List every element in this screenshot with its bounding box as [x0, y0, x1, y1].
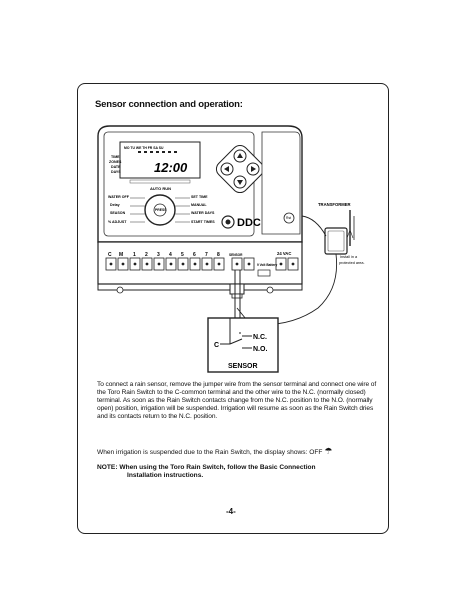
sensor-c: C — [214, 342, 219, 349]
sensor-box — [207, 317, 279, 373]
dial-center: PRESS — [155, 208, 167, 212]
transformer-label: TRANSFORMER — [318, 202, 351, 207]
dial-right-0: SET TIME — [191, 195, 208, 199]
lcd-label-2: DATE — [111, 165, 121, 169]
lcd-label-3: DAYS — [111, 170, 121, 174]
lcd-label-1: ZONES — [109, 160, 122, 164]
dial-title: AUTO RUN — [150, 186, 171, 191]
dial-left-1: Delay — [110, 203, 120, 207]
vac-label: 24 VAC — [277, 251, 291, 256]
terminal-5: 5 — [181, 252, 184, 258]
note-block: NOTE: When using the Toro Rain Switch, f… — [97, 464, 383, 480]
svg-text:Rst: Rst — [286, 216, 291, 220]
note-text-2: Installation instructions. — [127, 472, 204, 479]
lcd-indicators — [138, 151, 177, 153]
lcd-display — [119, 141, 201, 179]
lcd-days: MO TU WE TH FR SA SU — [124, 146, 164, 150]
terminal-1: 1 — [133, 252, 136, 258]
terminal-4: 4 — [169, 252, 172, 258]
terminal-3: 3 — [157, 252, 160, 258]
side-flap — [261, 131, 301, 235]
brand-name: DDC — [237, 217, 261, 229]
install-note-line2: protected area. — [339, 261, 365, 265]
dial-left-0: WATER OFF — [108, 195, 130, 199]
lcd-label-0: TIME — [111, 155, 120, 159]
dial-right-1: MANUAL — [191, 203, 207, 207]
keypad-arrows — [224, 153, 256, 185]
lcd-clock: 12:00 — [154, 160, 188, 175]
sensor-no: N.O. — [253, 346, 267, 353]
terminal-m: M — [119, 252, 123, 258]
note-label: NOTE: — [97, 464, 118, 471]
terminal-2: 2 — [145, 252, 148, 258]
dial-pointer-lines — [130, 197, 190, 223]
terminal-6: 6 — [193, 252, 196, 258]
terminal-screws — [109, 262, 295, 266]
note-text: When using the Toro Rain Switch, follow … — [119, 464, 316, 471]
dial-right-2: WATER DAYS — [191, 211, 215, 215]
keypad — [215, 144, 265, 194]
dial-left-3: % ADJUST — [108, 220, 127, 224]
page-number: -4- — [226, 507, 236, 516]
sensor-nc: N.C. — [253, 334, 267, 341]
terminal-c: C — [108, 252, 112, 258]
battery-icon — [257, 269, 271, 277]
transformer-cord — [301, 215, 327, 237]
switch-blade — [229, 338, 243, 345]
controller-wiring-diagram: MO TU WE TH FR SA SU TIME ZONES DATE DAY… — [97, 125, 365, 373]
terminal-8: 8 — [217, 252, 220, 258]
page-frame — [77, 83, 389, 534]
sensor-terminal-label: SENSOR — [229, 253, 243, 257]
terminal-7: 7 — [205, 252, 208, 258]
sensor-title: SENSOR — [228, 363, 258, 370]
suspended-line: When irrigation is suspended due to the … — [97, 446, 387, 457]
install-note-line1: Install in a — [340, 255, 358, 259]
dial-right-3: START TIMES — [191, 220, 215, 224]
suspended-text: When irrigation is suspended due to the … — [97, 449, 323, 456]
battery-label: 9 Volt Battery — [257, 263, 278, 267]
section-heading: Sensor connection and operation: — [95, 99, 243, 110]
umbrella-icon: ☂ — [324, 446, 333, 456]
instructions-paragraph: To connect a rain sensor, remove the jum… — [97, 381, 377, 421]
dial-left-2: SEASON — [110, 211, 126, 215]
